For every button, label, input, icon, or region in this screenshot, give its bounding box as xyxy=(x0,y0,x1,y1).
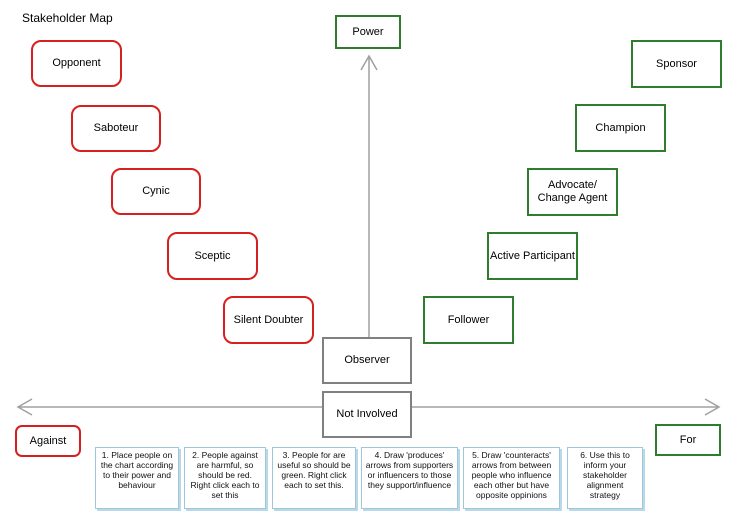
role-champion[interactable]: Champion xyxy=(575,104,666,152)
power-axis-arrowhead xyxy=(360,54,378,71)
for-label[interactable]: For xyxy=(655,424,721,456)
role-not-involved[interactable]: Not Involved xyxy=(322,391,412,438)
role-silent-doubter[interactable]: Silent Doubter xyxy=(223,296,314,344)
against-arrowhead xyxy=(16,398,33,416)
role-sceptic[interactable]: Sceptic xyxy=(167,232,258,280)
role-active-participant[interactable]: Active Participant xyxy=(487,232,578,280)
role-sponsor[interactable]: Sponsor xyxy=(631,40,722,88)
role-cynic[interactable]: Cynic xyxy=(111,168,201,215)
for-arrowhead xyxy=(704,398,721,416)
map-title: Stakeholder Map xyxy=(22,11,113,25)
role-saboteur[interactable]: Saboteur xyxy=(71,105,161,152)
instruction-note-5: 5. Draw 'counteracts' arrows from betwee… xyxy=(463,447,560,509)
role-follower[interactable]: Follower xyxy=(423,296,514,344)
against-label[interactable]: Against xyxy=(15,425,81,457)
role-observer[interactable]: Observer xyxy=(322,337,412,384)
instruction-note-2: 2. People against are harmful, so should… xyxy=(184,447,266,509)
instruction-note-6: 6. Use this to inform your stakeholder a… xyxy=(567,447,643,509)
instruction-note-4: 4. Draw 'produces' arrows from supporter… xyxy=(361,447,458,509)
power-label[interactable]: Power xyxy=(335,15,401,49)
role-opponent[interactable]: Opponent xyxy=(31,40,122,87)
role-advocate-change-agent[interactable]: Advocate/ Change Agent xyxy=(527,168,618,216)
instruction-note-3: 3. People for are useful so should be gr… xyxy=(272,447,356,509)
instruction-note-1: 1. Place people on the chart according t… xyxy=(95,447,179,509)
